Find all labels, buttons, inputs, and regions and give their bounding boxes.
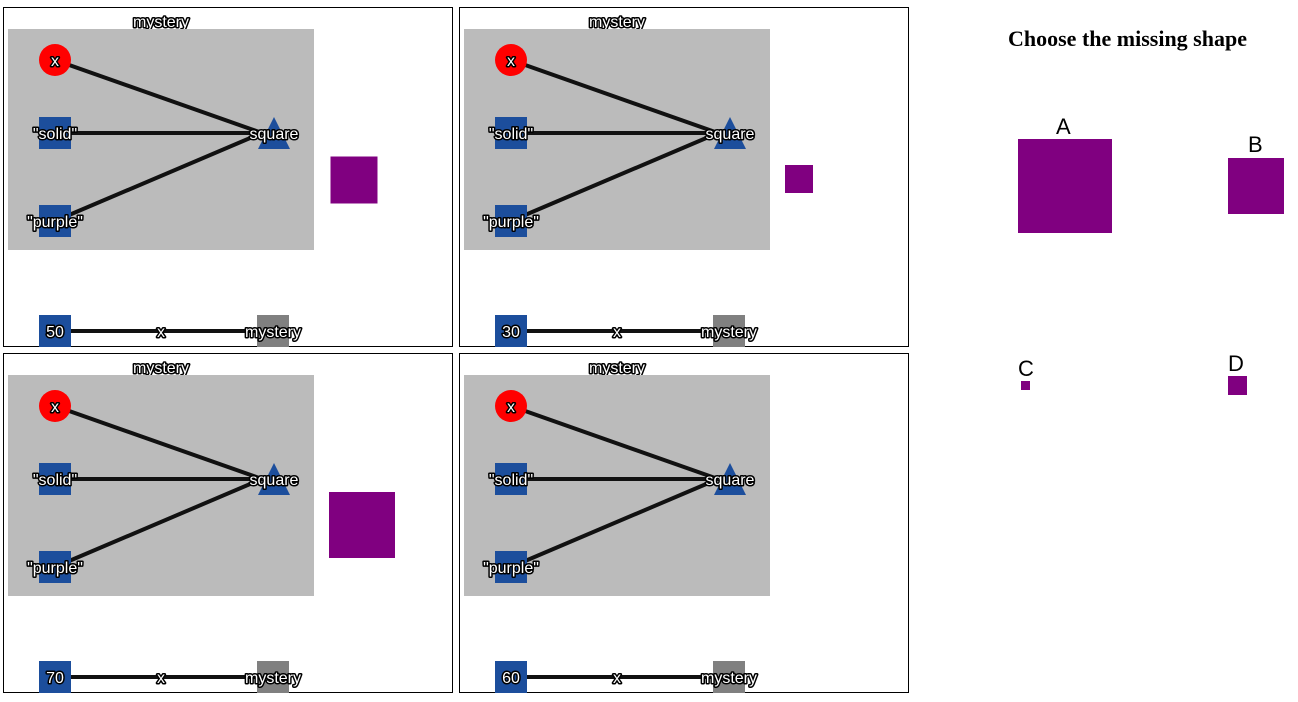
node-square	[714, 117, 746, 149]
output-shape	[330, 156, 378, 204]
edge-purple-to-square	[54, 477, 263, 569]
choice-label: A	[1056, 114, 1071, 139]
edge-purple-to-square	[510, 131, 719, 223]
node-solid-label: "solid"	[489, 126, 533, 143]
choice-label: C	[1018, 356, 1034, 381]
edge-label: x	[613, 324, 621, 341]
node-solid	[39, 117, 71, 149]
input-node	[39, 315, 71, 347]
output-label: mystery	[701, 670, 757, 687]
node-purple-label: "purple"	[27, 560, 83, 577]
output-label: mystery	[245, 324, 301, 341]
output-label: mystery	[245, 670, 301, 687]
input-node	[495, 661, 527, 693]
node-purple	[39, 205, 71, 237]
node-solid-label: "solid"	[33, 472, 77, 489]
edge-x-to-square	[510, 58, 719, 135]
output-node	[257, 315, 289, 347]
edge-x-to-square	[510, 404, 719, 481]
node-purple	[39, 551, 71, 583]
node-x-label: x	[507, 399, 515, 416]
input-value: 50	[46, 324, 64, 341]
edge-x-to-square	[54, 58, 263, 135]
output-shape	[329, 492, 395, 558]
choice-label: D	[1228, 351, 1244, 376]
edge-label: x	[157, 324, 165, 341]
example-panel-2: mystery x "solid" "purple" square 30 x m…	[459, 7, 909, 347]
node-x	[495, 44, 527, 76]
edge-purple-to-square	[54, 131, 263, 223]
node-square-label: square	[706, 472, 755, 489]
node-purple	[495, 205, 527, 237]
example-panel-4: mystery x "solid" "purple" square 60 x m…	[459, 353, 909, 693]
node-square	[258, 463, 290, 495]
node-solid	[495, 117, 527, 149]
input-node	[39, 661, 71, 693]
diagram-title: mystery	[589, 360, 645, 377]
example-panel-1: mystery x "solid" "purple" square 50 x m…	[3, 7, 453, 347]
function-diagram: mystery x "solid" "purple" square 30 x m…	[464, 13, 813, 347]
node-x	[495, 390, 527, 422]
edge-purple-to-square	[510, 477, 719, 569]
node-square	[258, 117, 290, 149]
node-purple-label: "purple"	[483, 560, 539, 577]
input-value: 30	[502, 324, 520, 341]
output-node	[713, 315, 745, 347]
output-shape	[785, 165, 813, 193]
node-solid-label: "solid"	[489, 472, 533, 489]
output-node	[257, 661, 289, 693]
choice-shape[interactable]	[1228, 376, 1247, 395]
diagram-title: mystery	[589, 14, 645, 31]
node-purple-label: "purple"	[27, 214, 83, 231]
node-square-label: square	[250, 472, 299, 489]
function-diagram: mystery x "solid" "purple" square 70 x m…	[8, 359, 395, 693]
output-label: mystery	[701, 324, 757, 341]
edge-x-to-square	[54, 404, 263, 481]
choice-shape[interactable]	[1021, 381, 1030, 390]
input-value: 60	[502, 670, 520, 687]
node-solid	[39, 463, 71, 495]
node-square	[714, 463, 746, 495]
node-purple	[495, 551, 527, 583]
example-panel-3: mystery x "solid" "purple" square 70 x m…	[3, 353, 453, 693]
choice-shape[interactable]	[1228, 158, 1284, 214]
node-solid	[495, 463, 527, 495]
node-x-label: x	[51, 53, 59, 70]
function-diagram: mystery x "solid" "purple" square 50 x m…	[8, 13, 378, 347]
node-purple-label: "purple"	[483, 214, 539, 231]
node-x	[39, 390, 71, 422]
diagram-title: mystery	[133, 360, 189, 377]
question-title: Choose the missing shape	[1008, 26, 1247, 51]
edge-label: x	[157, 670, 165, 687]
choice-label: B	[1248, 132, 1263, 157]
node-x-label: x	[51, 399, 59, 416]
choice-shape[interactable]	[1018, 139, 1112, 233]
edge-label: x	[613, 670, 621, 687]
node-x	[39, 44, 71, 76]
input-node	[495, 315, 527, 347]
node-solid-label: "solid"	[33, 126, 77, 143]
node-square-label: square	[706, 126, 755, 143]
function-diagram: mystery x "solid" "purple" square 60 x m…	[464, 359, 770, 693]
node-x-label: x	[507, 53, 515, 70]
output-node	[713, 661, 745, 693]
node-square-label: square	[250, 126, 299, 143]
input-value: 70	[46, 670, 64, 687]
diagram-title: mystery	[133, 14, 189, 31]
